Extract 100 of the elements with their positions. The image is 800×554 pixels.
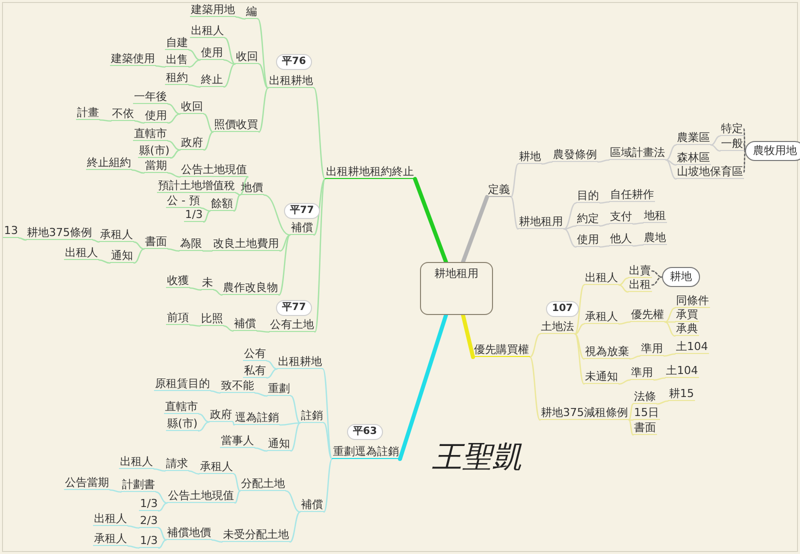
branch-line [188,84,201,88]
topic-label: 租約 [165,71,189,85]
branch-line [223,325,234,332]
topic-label: 1/3 [139,497,159,511]
topic-label: 編 [245,5,258,19]
topic-label: 優先權 [630,308,665,322]
branch-line [323,458,333,513]
branch-line [235,16,246,20]
branch-line [574,333,585,360]
topic-label: 使用 [200,46,224,60]
topic-label: 目的 [576,189,600,203]
branch-line [314,178,326,333]
topic-label: 計劃書 [121,478,156,492]
branch-line [599,201,610,204]
topic-label: 自任耕作 [609,188,655,202]
branch-line [710,135,721,146]
topic-label: 承租人 [93,532,128,546]
topic-label: 請求 [165,457,189,471]
topic-label: 公告土地現值 [180,163,248,177]
branch-line [232,421,235,426]
topic-label: 同條件 [675,294,710,308]
branch-line [210,390,221,394]
branch-line [510,163,519,198]
branch-line [167,172,181,178]
topic-label: 重劃逕為註銷 [332,445,400,459]
topic-label: 出租耕地 [268,74,314,88]
branch-line [398,313,448,461]
branch-line [223,59,236,65]
topic-label: 耕15 [668,387,695,401]
branch-line [597,159,610,163]
topic-label: 政府 [209,408,233,422]
branch-line [664,321,676,323]
branch-line [155,491,168,504]
topic-label: 支付 [609,210,633,224]
branch-line [278,234,291,296]
branch-line [541,161,553,165]
branch-line [653,377,666,381]
topic-label: 出租人 [584,271,619,285]
topic-label: 直轄市 [133,127,168,141]
topic-label: 補償地價 [166,526,212,540]
branch-line [656,400,669,405]
branch-line [158,502,168,512]
topic-label: 致不能 [220,379,255,393]
dotted-line [743,150,746,173]
dotted-line [651,276,663,286]
topic-label: 承租人 [584,310,619,324]
branch-line [574,284,585,335]
topic-label: 準用 [630,366,654,380]
branch-line [133,248,145,264]
branch-line [198,421,210,432]
topic-label: 縣(市) [166,417,199,431]
topic-label: 優先購買權 [473,343,530,357]
branch-line [710,144,721,152]
topic-label: 13 [3,224,19,238]
topic-label: 書面 [144,235,168,249]
topic-label: 比照 [200,312,224,326]
topic-label: 約定 [576,212,600,226]
topic-label: 未 [201,276,214,290]
branch-line [203,210,211,223]
topic-label: 耕地租用 [518,215,564,229]
branch-line [188,470,200,475]
topic-label: 承買 [675,308,699,322]
branch-line [189,324,201,327]
branch-line [202,250,213,252]
branch-line [618,321,631,325]
branch-line [266,360,278,370]
topic-label: 土104 [675,340,709,354]
branch-line [574,323,585,335]
branch-line [167,140,181,151]
callout-bubble: 平63 [347,424,383,440]
branch-line [167,248,180,252]
branch-line [211,539,223,543]
topic-label: 15日 [633,406,660,420]
branch-line [254,447,268,452]
callout-bubble: 107 [546,301,579,317]
branch-line [167,113,181,124]
topic-label: 出租 [628,278,652,292]
topic-label: 地租 [643,209,667,223]
topic-label: 準用 [640,342,664,356]
branch-line [133,241,145,250]
branch-line [323,422,333,460]
branch-line [127,545,140,549]
branch-line [266,368,278,379]
branch-line [254,392,268,397]
branch-line [109,489,122,493]
topic-label: 一年後 [133,90,168,104]
topic-label: 縣(市) [138,144,171,158]
topic-label: 承典 [675,322,699,336]
branch-line [18,237,27,241]
topic-label: 照價收買 [213,118,259,132]
branch-line [563,228,577,248]
branch-line [599,223,610,227]
topic-label: 公告土地現值 [167,489,235,503]
topic-label: 收獲 [166,274,190,288]
topic-label: 出租人 [190,24,225,38]
topic-label: 收回 [235,50,259,64]
topic-label: 出租人 [119,455,154,469]
topic-label: 出賣 [628,264,652,278]
branch-line [665,144,677,161]
topic-label: 補償 [300,498,324,512]
